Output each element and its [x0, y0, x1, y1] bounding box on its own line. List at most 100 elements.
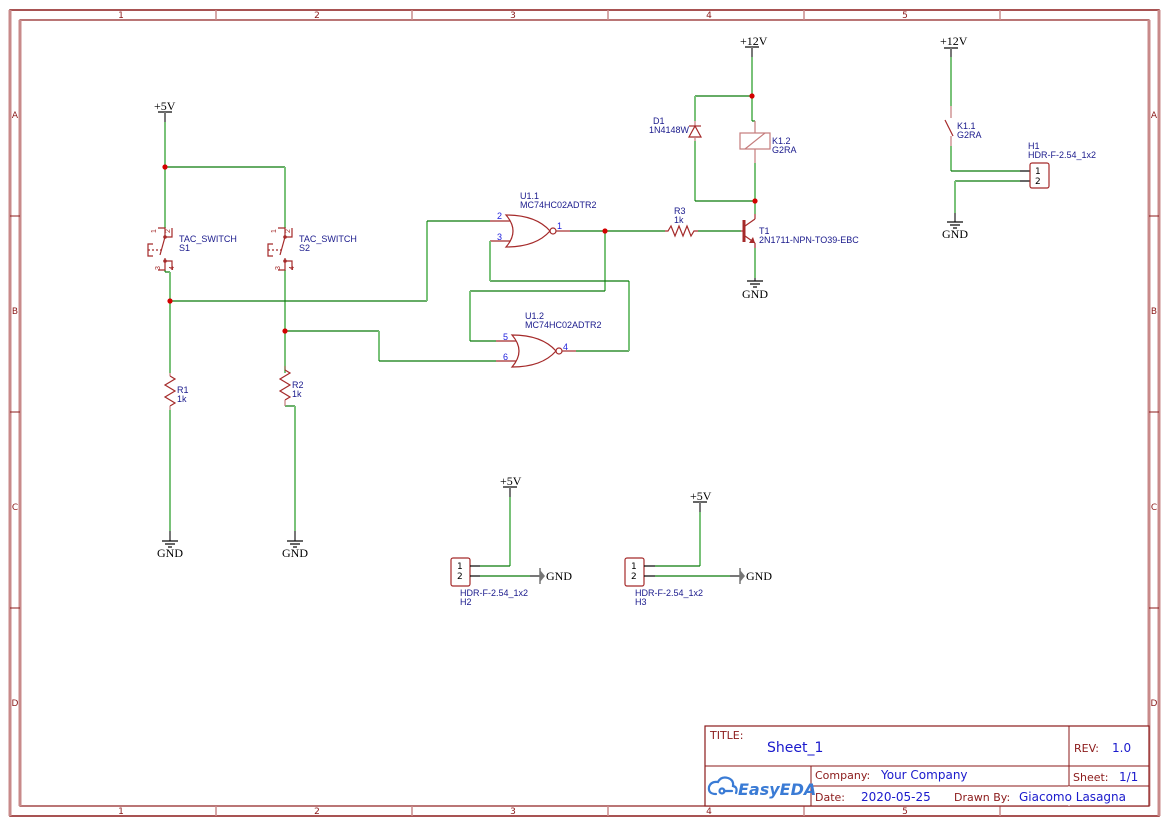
gnd-r2[interactable]: GND	[282, 531, 308, 560]
r3-value: 1k	[674, 215, 684, 225]
junction	[162, 164, 168, 170]
u1-2-pin-4: 4	[563, 342, 568, 352]
title-label: TITLE:	[709, 729, 743, 742]
u1-2-value: MC74HC02ADTR2	[525, 320, 602, 330]
sheet-value: 1/1	[1119, 770, 1138, 784]
net-label-5v: +5V	[500, 474, 522, 488]
gnd-t1[interactable]: GND	[742, 278, 768, 301]
svg-text:4: 4	[169, 266, 176, 270]
gnd-r1[interactable]: GND	[157, 531, 183, 560]
h1-pin-2: 2	[1035, 177, 1041, 187]
resistor-r2[interactable]: R2 1k	[278, 366, 304, 406]
switch-s2[interactable]: 1 2 3 4 TAC_SWITCH S2	[267, 227, 357, 271]
u1-1-value: MC74HC02ADTR2	[520, 200, 597, 210]
drawn-by-label: Drawn By:	[954, 791, 1010, 804]
wires-h1	[950, 57, 1020, 213]
drawn-by-value: Giacomo Lasagna	[1019, 790, 1126, 804]
k1-2-ref: K1.2	[772, 136, 791, 146]
title-value: Sheet_1	[767, 740, 823, 756]
net-label-gnd: GND	[157, 546, 183, 560]
h1-ref: H1	[1028, 141, 1040, 151]
t1-ref: T1	[759, 226, 770, 236]
sheet-label: Sheet:	[1073, 771, 1109, 784]
power-5v-h3[interactable]: +5V	[690, 489, 712, 512]
t1-value: 2N1711-NPN-TO39-EBC	[759, 235, 859, 245]
net-label-gnd: GND	[282, 546, 308, 560]
u1-2-pin-6: 6	[503, 352, 508, 362]
easyeda-logo: EasyEDA	[707, 776, 816, 799]
col-label-1: 1	[118, 11, 124, 21]
k1-1-ref: K1.1	[957, 121, 976, 131]
col-label-5: 5	[902, 11, 908, 21]
col-label-3-bottom: 3	[510, 807, 516, 817]
h3-ref: H3	[635, 597, 647, 607]
col-label-2-bottom: 2	[314, 807, 320, 817]
power-5v-top[interactable]: +5V	[154, 99, 176, 122]
h3-pin-2: 2	[631, 572, 637, 582]
junction	[167, 298, 173, 304]
r3-ref: R3	[674, 206, 686, 216]
resistor-r3[interactable]: R3 1k	[665, 206, 698, 238]
u1-2-pin-5: 5	[503, 332, 508, 342]
net-label-12v: +12V	[740, 34, 768, 48]
row-label-b-right: B	[1151, 307, 1157, 317]
r2-ref: R2	[292, 380, 304, 390]
resistor-r1[interactable]: R1 1k	[163, 373, 189, 410]
d1-ref: D1	[653, 116, 665, 126]
h2-pin-2: 2	[457, 572, 463, 582]
cloud-icon	[707, 776, 738, 796]
col-label-4-bottom: 4	[706, 807, 712, 817]
r1-ref: R1	[177, 385, 189, 395]
net-label-gnd: GND	[746, 569, 772, 583]
h1-pin-1: 1	[1035, 167, 1041, 177]
power-12v-contact[interactable]: +12V	[940, 34, 968, 57]
gnd-h1[interactable]: GND	[942, 213, 968, 241]
col-label-5-bottom: 5	[902, 807, 908, 817]
s2-ref: S2	[299, 243, 310, 253]
wires-relay	[694, 57, 756, 278]
transistor-t1[interactable]: T1 2N1711-NPN-TO39-EBC	[741, 214, 859, 248]
nor-gate-u1-2[interactable]: 5 6 4 U1.2 MC74HC02ADTR2	[496, 311, 602, 368]
junction	[602, 228, 608, 234]
wires-h2	[480, 497, 530, 577]
power-12v-coil[interactable]: +12V	[740, 34, 768, 57]
header-h1[interactable]: 1 2 H1 HDR-F-2.54_1x2	[1020, 141, 1096, 189]
diode-d1[interactable]: D1 1N4148W	[649, 116, 703, 141]
col-label-3: 3	[510, 11, 516, 21]
junction	[282, 328, 288, 334]
net-label-gnd: GND	[742, 287, 768, 301]
d1-value: 1N4148W	[649, 125, 690, 135]
svg-text:3: 3	[275, 266, 282, 270]
svg-text:2: 2	[285, 229, 292, 233]
net-label-gnd: GND	[942, 227, 968, 241]
wires-h3	[655, 512, 730, 577]
relay-coil-k1-2[interactable]: K1.2 G2RA	[739, 121, 797, 163]
svg-text:3: 3	[155, 266, 162, 270]
net-label-12v: +12V	[940, 34, 968, 48]
nor-gate-u1-1[interactable]: 2 3 1 U1.1 MC74HC02ADTR2	[490, 191, 597, 248]
row-label-d-right: D	[1151, 699, 1158, 709]
row-label-a-right: A	[1151, 111, 1158, 121]
row-label-c-right: C	[1151, 503, 1157, 513]
header-h2[interactable]: 1 2 HDR-F-2.54_1x2 H2	[450, 557, 528, 607]
rev-label: REV:	[1074, 742, 1099, 755]
title-block: TITLE: Sheet_1 REV: 1.0 Company: Your Co…	[704, 725, 1150, 807]
r1-value: 1k	[177, 394, 187, 404]
k1-1-value: G2RA	[957, 130, 982, 140]
h1-value: HDR-F-2.54_1x2	[1028, 150, 1096, 160]
net-label-5v: +5V	[690, 489, 712, 503]
date-label: Date:	[815, 791, 845, 804]
gnd-h2[interactable]: GND	[530, 568, 572, 584]
power-5v-h2[interactable]: +5V	[500, 474, 522, 497]
h2-pin-1: 1	[457, 562, 463, 572]
net-label-gnd: GND	[546, 569, 572, 583]
h3-pin-1: 1	[631, 562, 637, 572]
relay-contact-k1-1[interactable]: K1.1 G2RA	[944, 106, 982, 146]
row-label-b: B	[12, 307, 18, 317]
gnd-h3[interactable]: GND	[730, 568, 772, 584]
switch-s1[interactable]: 1 2 3 4 TAC_SWITCH S1	[147, 227, 237, 271]
wires-latch	[469, 230, 665, 352]
r2-value: 1k	[292, 389, 302, 399]
header-h3[interactable]: 1 2 HDR-F-2.54_1x2 H3	[624, 557, 703, 607]
